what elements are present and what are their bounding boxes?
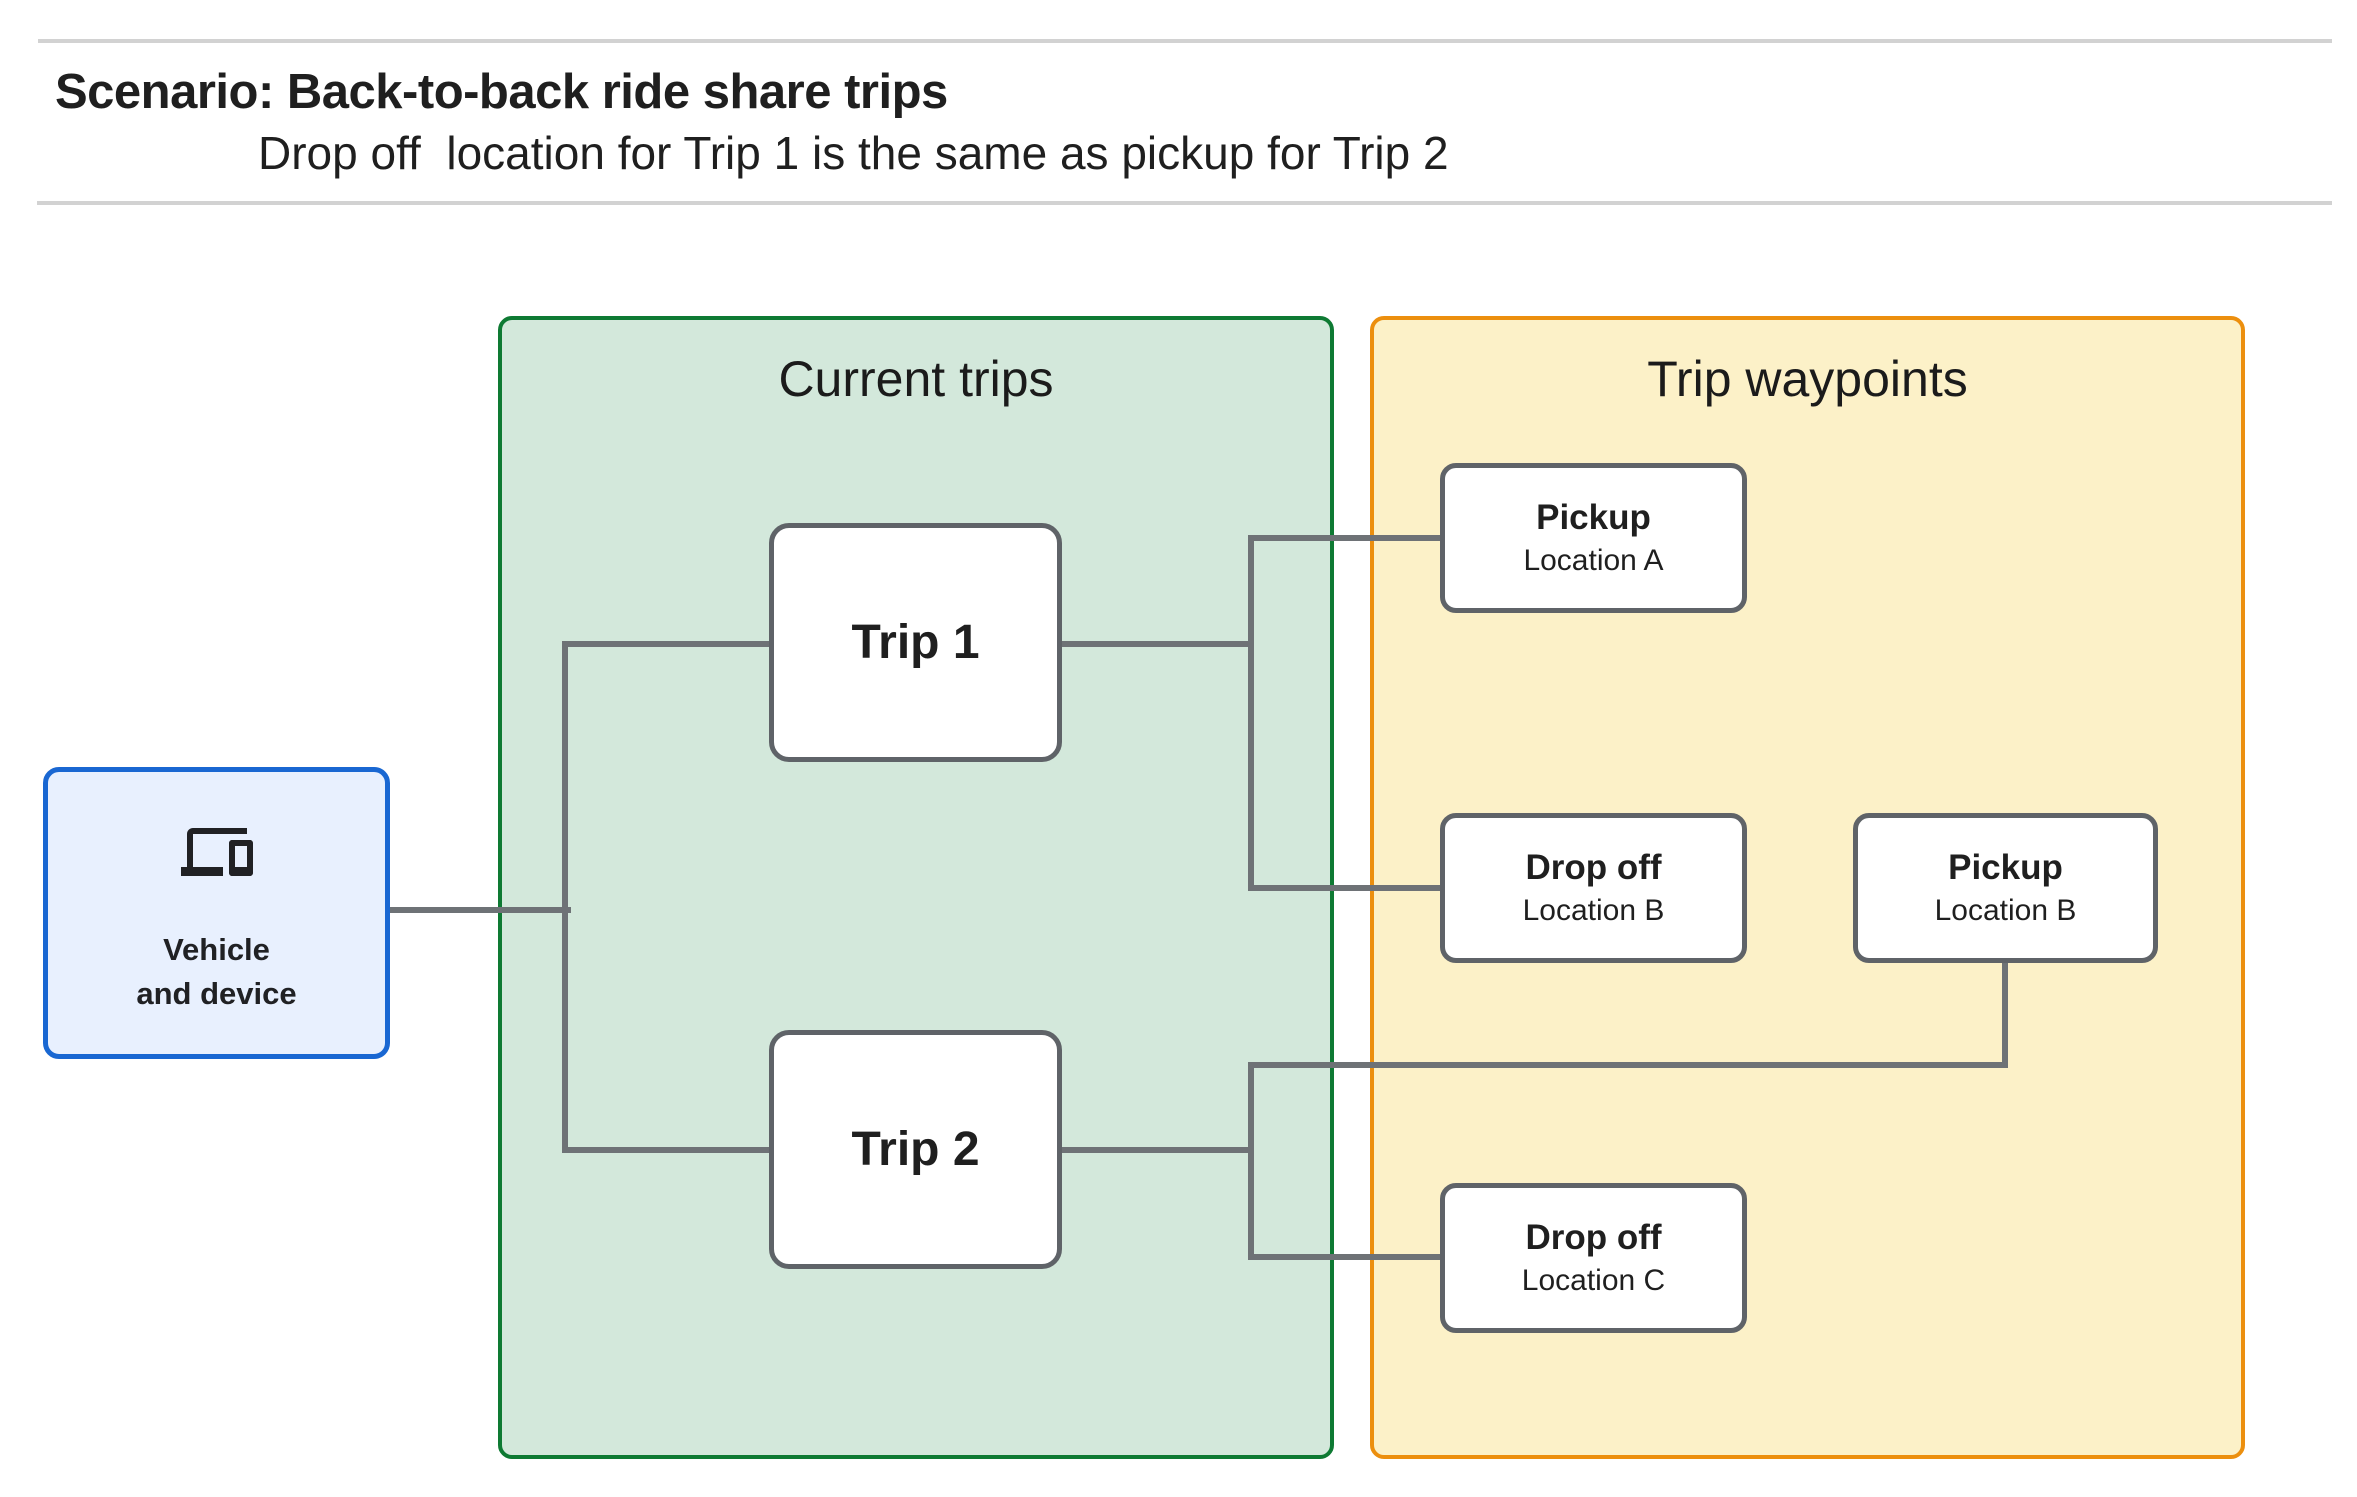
waypoint-type: Drop off [1525, 1218, 1662, 1258]
waypoint-location: Location A [1523, 544, 1664, 578]
connector-pickup-b-drop [2002, 961, 2008, 1068]
connector-left-trunk-vertical [562, 641, 568, 1153]
devices-icon [180, 828, 253, 876]
trip-waypoints-title: Trip waypoints [1647, 351, 1968, 407]
header-divider [37, 201, 2332, 205]
vehicle-and-device-label: Vehicle and device [136, 932, 297, 1012]
trip-2-node: Trip 2 [769, 1030, 1062, 1269]
connector-vehicle-to-trunk [385, 907, 571, 913]
current-trips-title: Current trips [778, 351, 1054, 407]
waypoint-dropoff-location-c: Drop off Location C [1440, 1183, 1747, 1333]
connector-pickup-b-horizontal [1248, 1062, 2008, 1068]
connector-trip2-in [562, 1147, 770, 1153]
waypoint-type: Pickup [1536, 498, 1651, 538]
waypoint-location: Location B [1934, 894, 2077, 928]
waypoint-location: Location B [1522, 894, 1665, 928]
connector-mid-vertical-lower [1248, 1062, 1254, 1260]
trip-2-label: Trip 2 [851, 1123, 980, 1176]
connector-mid-vertical-upper [1248, 535, 1254, 891]
waypoint-location: Location C [1521, 1264, 1666, 1298]
trip-1-node: Trip 1 [769, 523, 1062, 762]
connector-trip1-out [1060, 641, 1254, 647]
connector-to-pickup-a [1248, 535, 1444, 541]
waypoint-type: Drop off [1525, 848, 1662, 888]
vehicle-and-device-node: Vehicle and device [43, 767, 390, 1059]
current-trips-container: Current trips [498, 316, 1334, 1459]
page-subtitle: Drop off location for Trip 1 is the same… [258, 127, 1449, 179]
connector-to-dropoff-c [1248, 1254, 1444, 1260]
trip-1-label: Trip 1 [851, 616, 980, 669]
page-title: Scenario: Back-to-back ride share trips [55, 65, 948, 119]
top-divider [38, 39, 2332, 43]
connector-trip2-out [1060, 1147, 1254, 1153]
waypoint-type: Pickup [1948, 848, 2063, 888]
connector-to-dropoff-b [1248, 885, 1444, 891]
waypoint-pickup-location-a: Pickup Location A [1440, 463, 1747, 613]
connector-trip1-in [562, 641, 770, 647]
waypoint-dropoff-location-b: Drop off Location B [1440, 813, 1747, 963]
waypoint-pickup-location-b: Pickup Location B [1853, 813, 2158, 963]
